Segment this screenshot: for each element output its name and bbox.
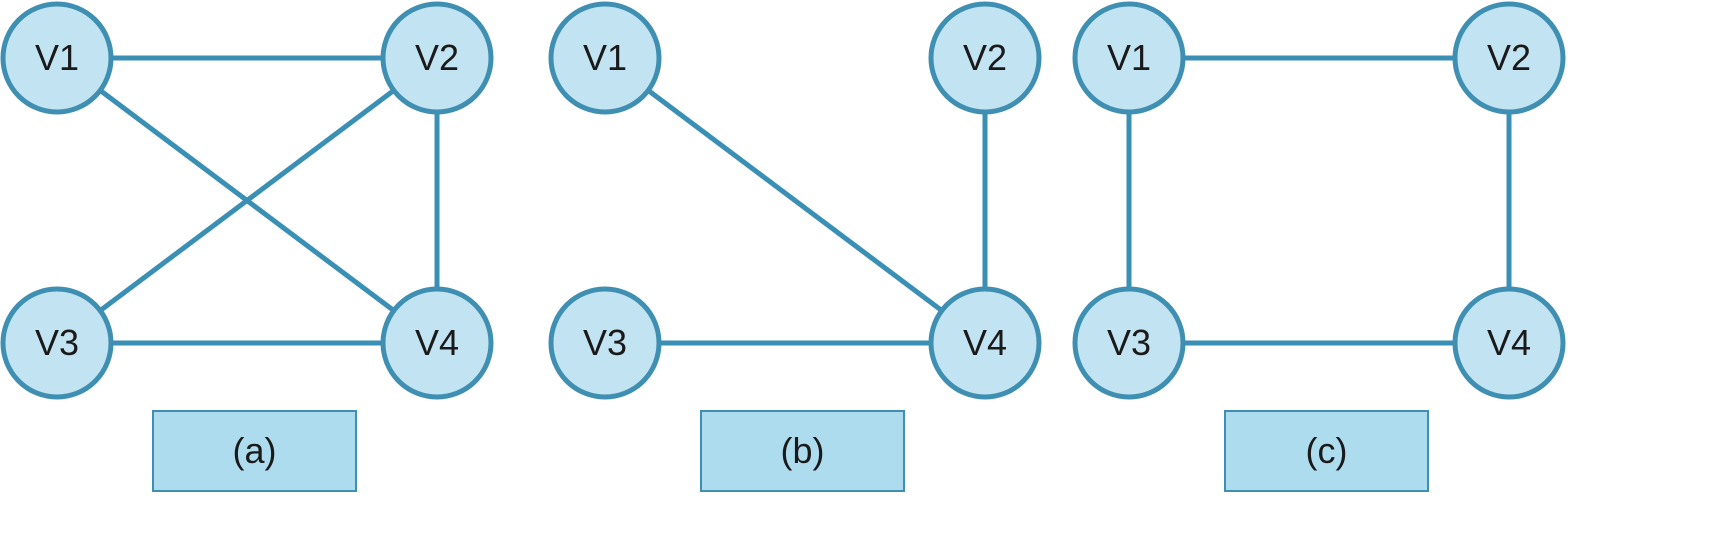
node-circle (928, 286, 1042, 400)
node-circle (380, 286, 494, 400)
node-label: V2 (415, 37, 459, 78)
node-label: V4 (415, 322, 459, 363)
node-circle (548, 1, 662, 115)
caption-box: (c) (1224, 410, 1429, 492)
caption-rect (700, 410, 905, 492)
node-v2: V2 (1452, 1, 1566, 115)
node-label: V2 (963, 37, 1007, 78)
node-circle (0, 286, 114, 400)
caption-label: (b) (781, 430, 825, 471)
caption-rect (1224, 410, 1429, 492)
node-v1: V1 (1072, 1, 1186, 115)
node-circle (928, 1, 1042, 115)
node-label: V1 (35, 37, 79, 78)
node-v3: V3 (548, 286, 662, 400)
edge-v2-v3 (55, 56, 439, 345)
node-v4: V4 (928, 286, 1042, 400)
caption-box: (b) (700, 410, 905, 492)
caption-box: (a) (152, 410, 357, 492)
node-label: V1 (583, 37, 627, 78)
node-circle (1072, 286, 1186, 400)
node-circle (548, 286, 662, 400)
node-circle (380, 1, 494, 115)
caption-label: (a) (233, 430, 277, 471)
node-v3: V3 (1072, 286, 1186, 400)
node-circle (1072, 1, 1186, 115)
node-label: V1 (1107, 37, 1151, 78)
node-circle (1452, 286, 1566, 400)
edge-v1-v4 (603, 56, 987, 345)
node-v2: V2 (928, 1, 1042, 115)
node-v4: V4 (1452, 286, 1566, 400)
node-circle (1452, 1, 1566, 115)
node-label: V3 (583, 322, 627, 363)
node-v1: V1 (0, 1, 114, 115)
node-circle (0, 1, 114, 115)
node-label: V4 (963, 322, 1007, 363)
node-label: V3 (35, 322, 79, 363)
caption-rect (152, 410, 357, 492)
node-v3: V3 (0, 286, 114, 400)
node-v4: V4 (380, 286, 494, 400)
caption-label: (c) (1306, 430, 1348, 471)
node-label: V2 (1487, 37, 1531, 78)
node-v2: V2 (380, 1, 494, 115)
node-label: V3 (1107, 322, 1151, 363)
node-v1: V1 (548, 1, 662, 115)
node-label: V4 (1487, 322, 1531, 363)
